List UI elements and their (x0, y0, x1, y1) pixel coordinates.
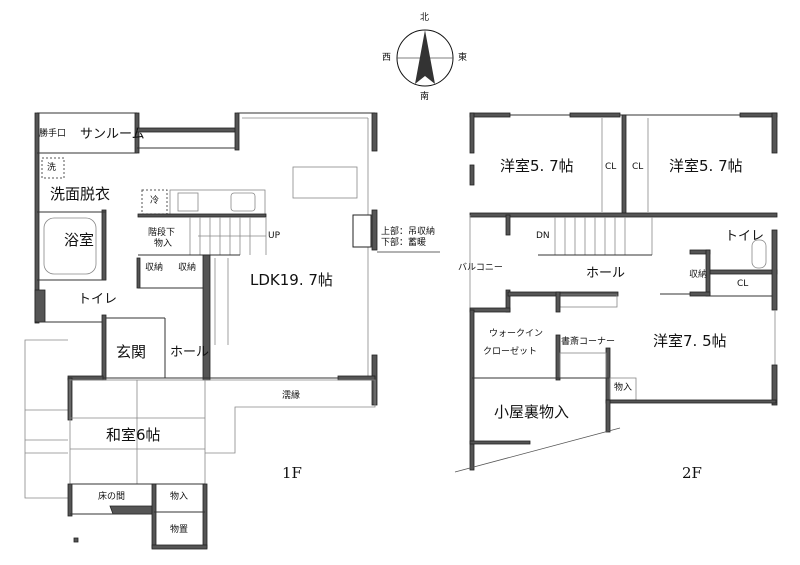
room-entrance: 玄関 (116, 343, 147, 361)
stairs-down-label: DN (536, 231, 550, 241)
compass-east-label: 東 (458, 53, 468, 63)
room-japanese: 和室6帖 (106, 426, 161, 444)
veranda-label: 濡縁 (282, 391, 301, 401)
study-corner: 書斎コーナー (561, 337, 616, 347)
understairs-label-1: 階段下 (148, 228, 176, 238)
room-closet-1f: 物入 (170, 492, 189, 502)
room-back-door: 勝手口 (39, 129, 67, 139)
floor2-walls (454, 112, 778, 473)
room-ldk: LDK19. 7帖 (250, 271, 333, 289)
storage-b: 収納 (178, 263, 197, 273)
washer-label: 洗 (47, 163, 57, 173)
room-hall-2f: ホール (586, 266, 626, 281)
closet-cl-2: CL (632, 162, 644, 172)
floor1-walls (24, 112, 440, 550)
room-shed: 物置 (170, 525, 189, 535)
walkin-closet-label-1: ウォークイン (489, 329, 544, 339)
room-western-2: 洋室5. 7帖 (669, 157, 743, 175)
room-sunroom: サンルーム (80, 127, 145, 142)
compass-west-label: 西 (382, 53, 392, 63)
room-toilet-1f: トイレ (78, 292, 118, 307)
room-tokonoma: 床の間 (98, 492, 126, 502)
room-bathroom: 浴室 (64, 231, 95, 249)
walkin-closet-label-2: クローゼット (483, 347, 538, 357)
compass-north-label: 北 (420, 13, 430, 23)
lower-heater-note: 下部：蓄暖 (381, 238, 427, 248)
room-closet-2f: 物入 (614, 383, 633, 393)
storage-2f: 収納 (689, 270, 708, 280)
room-washroom: 洗面脱衣 (50, 185, 111, 203)
room-balcony: バルコニー (458, 263, 503, 273)
understairs-label-2: 物入 (154, 239, 173, 249)
stairs-up-label: UP (268, 231, 281, 241)
upper-storage-note: 上部：吊収納 (381, 227, 436, 237)
storage-a: 収納 (145, 263, 164, 273)
compass-icon (396, 29, 454, 87)
room-attic-storage: 小屋裏物入 (494, 403, 570, 421)
floor2-title: 2F (682, 464, 702, 482)
room-toilet-2f: トイレ (725, 229, 765, 244)
floor1-title: 1F (282, 464, 302, 482)
compass-south-label: 南 (420, 92, 430, 102)
closet-cl-1: CL (605, 162, 617, 172)
closet-cl-3: CL (737, 279, 749, 289)
room-western-1: 洋室5. 7帖 (500, 157, 574, 175)
room-western-3: 洋室7. 5帖 (653, 332, 727, 350)
room-hall-1f: ホール (170, 345, 210, 360)
fridge-label: 冷 (150, 196, 160, 206)
